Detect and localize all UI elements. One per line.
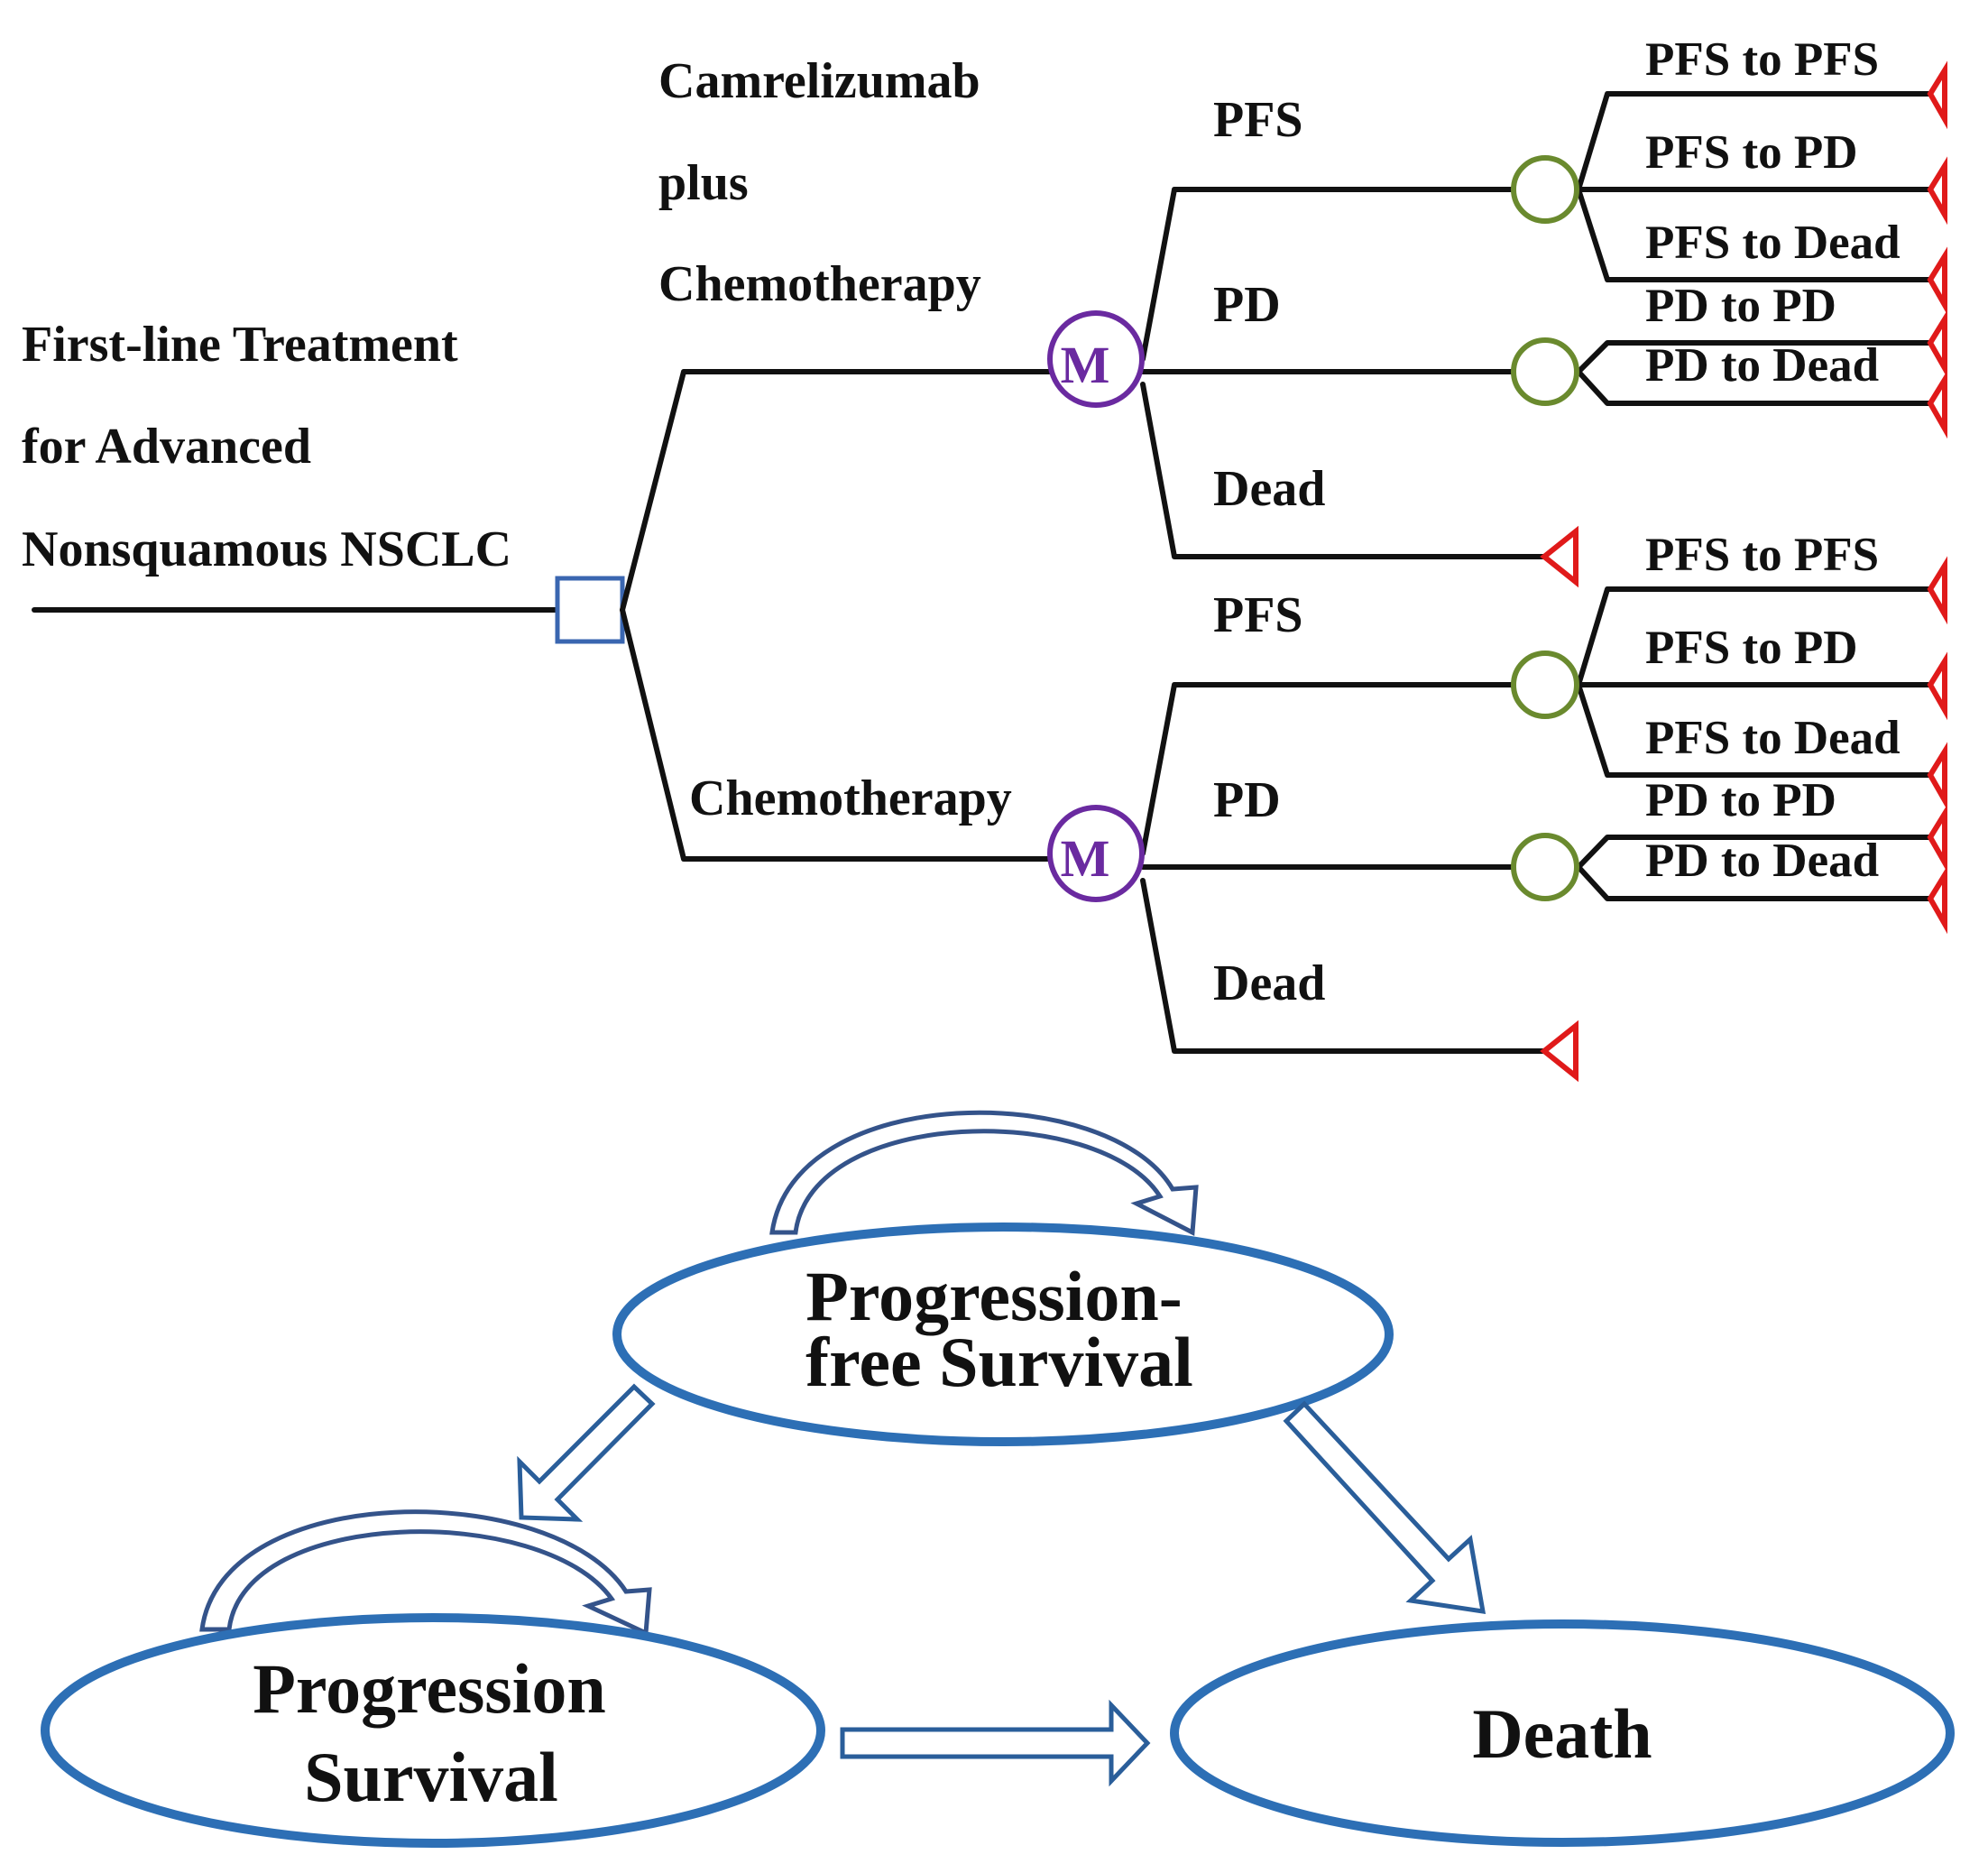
arm1-branch-line xyxy=(620,369,1056,613)
arm1-pfs-to-pfs-terminal xyxy=(1927,60,1947,130)
arm2-pfs-to-dead-branch xyxy=(1576,682,1933,778)
arm2-markov-symbol: M xyxy=(1061,829,1110,888)
pfs-to-death-arrow xyxy=(1283,1400,1486,1614)
arm1-pd-to-dead-branch xyxy=(1576,369,1933,406)
root-label-line-3: Nonsquamous NSCLC xyxy=(22,521,511,577)
death-state-ellipse xyxy=(1170,1619,1955,1847)
arm2-label-pd-to-dead: PD to Dead xyxy=(1645,835,1879,887)
arm1-state-pfs: PFS xyxy=(1213,92,1303,148)
arm1-label-pd-to-pd: PD to PD xyxy=(1645,280,1836,332)
arm1-pd-to-dead-terminal xyxy=(1927,370,1947,439)
arm1-label-pfs-to-dead: PFS to Dead xyxy=(1645,217,1901,269)
arm1-label-pfs-to-pd: PFS to PD xyxy=(1645,126,1858,179)
arm1-pfs-to-dead-terminal xyxy=(1927,246,1947,316)
progression-state-ellipse xyxy=(41,1613,825,1848)
arm2-pd-to-dead-branch xyxy=(1576,864,1933,901)
death-state-label: Death xyxy=(1472,1694,1652,1773)
pfs-state-label-line-1: Progression- xyxy=(805,1257,1182,1335)
arm1-label-line-2: plus xyxy=(658,155,749,211)
progression-state-label-line-1: Progression xyxy=(253,1649,605,1728)
arm2-pd-to-dead-terminal xyxy=(1927,865,1947,935)
arm1-pfs-to-pfs-branch xyxy=(1576,91,1933,192)
arm1-pfs-to-dead-branch xyxy=(1576,187,1933,282)
arm2-pfs-to-pfs-branch xyxy=(1576,586,1933,687)
arm1-label-pfs-to-pfs: PFS to PFS xyxy=(1645,33,1879,86)
root-label-line-1: First-line Treatment xyxy=(22,317,458,373)
decision-tree: First-line Treatment for Advanced Nonsqu… xyxy=(22,33,1947,1083)
root-label-line-2: for Advanced xyxy=(22,419,311,475)
arm2-label-pd-to-pd: PD to PD xyxy=(1645,774,1836,826)
state-transition-diagram: Progression- free Survival Progression S… xyxy=(41,1110,1955,1848)
arm2-dead-branch xyxy=(1140,878,1547,1054)
arm2-label-pfs-to-dead: PFS to Dead xyxy=(1645,712,1901,764)
decision-node xyxy=(555,576,625,644)
arm1-pfs-to-pd-terminal xyxy=(1927,156,1947,226)
arm1-dead-branch xyxy=(1140,382,1547,559)
arm2-pfs-to-pd-terminal xyxy=(1927,651,1947,721)
arm2-pd-to-pd-branch xyxy=(1576,835,1933,870)
arm2-pfs-branch xyxy=(1140,682,1547,856)
arm2-dead-terminal xyxy=(1540,1020,1578,1083)
arm1-label-line-3: Chemotherapy xyxy=(658,256,981,312)
arm2-state-pfs: PFS xyxy=(1213,587,1303,643)
progression-self-loop-arrow xyxy=(199,1509,652,1637)
arm2-pfs-chance-node xyxy=(1511,650,1579,719)
arm2-markov-subtree: M PFS PD Dead PFS to PFS PFS to PD PFS t… xyxy=(1047,529,1947,1083)
arm2-state-pd: PD xyxy=(1213,772,1281,828)
arm1-markov-symbol: M xyxy=(1061,336,1110,394)
pfs-state-label-line-2: free Survival xyxy=(805,1323,1193,1401)
arm1-markov-subtree: M PFS PD Dead PFS to PFS PFS to PD PFS t… xyxy=(1047,33,1947,588)
arm2-pd-chance-node xyxy=(1511,833,1579,901)
arm1-label-pd-to-dead: PD to Dead xyxy=(1645,339,1879,392)
arm1-pd-chance-node xyxy=(1511,337,1579,406)
progression-state-label-line-2: Survival xyxy=(304,1738,558,1816)
arm1-pd-to-pd-branch xyxy=(1576,340,1933,374)
arm1-label-line-1: Camrelizumab xyxy=(658,53,980,109)
progression-to-death-arrow xyxy=(840,1699,1151,1787)
pfs-self-loop-arrow xyxy=(769,1110,1199,1236)
arm2-markov-node xyxy=(1047,805,1145,902)
arm1-markov-node xyxy=(1047,310,1145,408)
arm2-state-dead: Dead xyxy=(1213,955,1325,1011)
arm2-pfs-to-dead-terminal xyxy=(1927,742,1947,811)
arm2-label-pfs-to-pfs: PFS to PFS xyxy=(1645,529,1879,581)
arm1-dead-terminal xyxy=(1540,525,1578,588)
arm2-branch-line xyxy=(620,607,1056,862)
pfs-state-ellipse xyxy=(612,1223,1394,1446)
arm1-pd-to-pd-terminal xyxy=(1927,309,1947,379)
arm2-pfs-to-pfs-terminal xyxy=(1927,556,1947,625)
arm1-state-pd: PD xyxy=(1213,277,1281,333)
arm2-label-pfs-to-pd: PFS to PD xyxy=(1645,622,1858,674)
arm1-state-dead: Dead xyxy=(1213,461,1325,517)
arm1-pfs-chance-node xyxy=(1511,155,1579,224)
pfs-to-progression-arrow xyxy=(517,1383,656,1522)
arm2-label: Chemotherapy xyxy=(689,770,1012,826)
arm2-pd-to-pd-terminal xyxy=(1927,804,1947,873)
arm1-pfs-branch xyxy=(1140,187,1547,362)
